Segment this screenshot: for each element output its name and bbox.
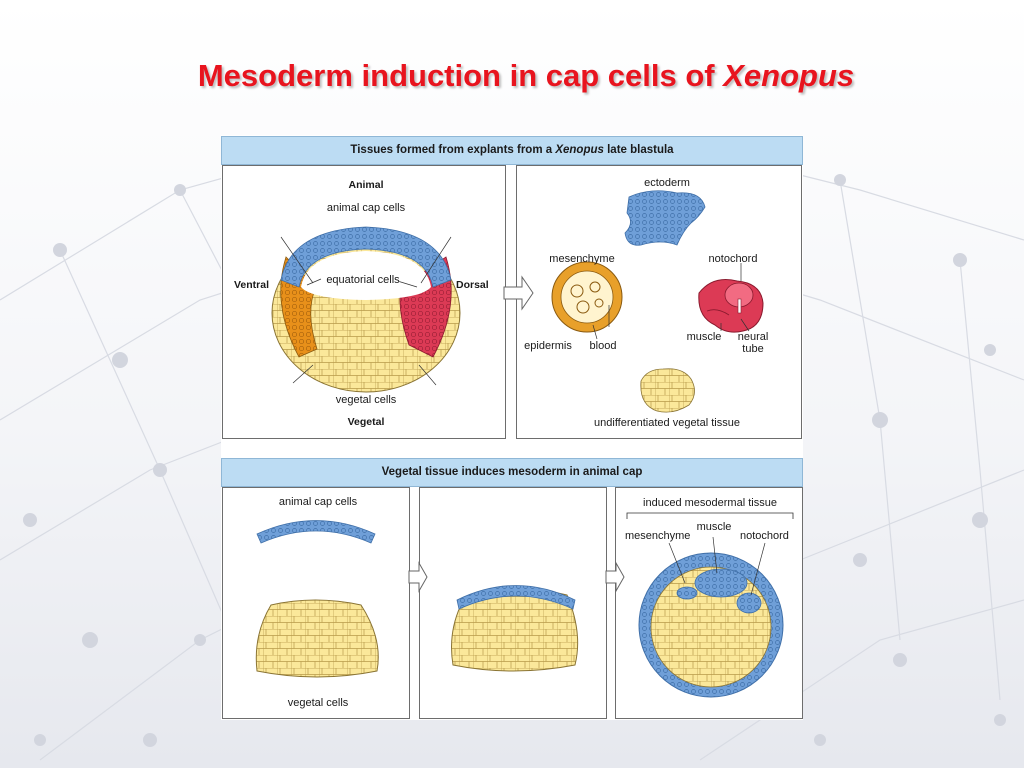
label-bottom-animal-cap-cells: animal cap cells	[278, 496, 358, 508]
slide-title-main: Mesoderm induction in cap cells of	[197, 58, 724, 93]
label-bottom-muscle: muscle	[696, 521, 732, 533]
undifferentiated-vegetal-explant	[640, 368, 695, 413]
label-vegetal: Vegetal	[347, 416, 385, 428]
arrow-induce	[605, 561, 625, 593]
label-blood: blood	[589, 340, 617, 352]
notochord-explant	[698, 279, 764, 333]
animal-cap-strip	[256, 520, 376, 544]
label-ectoderm: ectoderm	[644, 177, 690, 189]
label-equatorial-cells: equatorial cells	[326, 274, 400, 286]
top-section-header: Tissues formed from explants from a Xeno…	[221, 136, 803, 165]
mesenchyme-explant	[551, 261, 623, 333]
top-header-post: late blastula	[603, 144, 674, 156]
label-tube: tube	[742, 343, 764, 355]
ectoderm-tissue	[624, 190, 706, 246]
slide-title: Mesoderm induction in cap cells of Xenop…	[0, 58, 1024, 94]
blastula	[271, 226, 461, 393]
label-dorsal: Dorsal	[456, 279, 489, 291]
top-header-italic: Xenopus	[555, 144, 604, 156]
induced-bracket	[626, 512, 794, 519]
combined-animal-cap	[456, 585, 576, 610]
figure: Tissues formed from explants from a Xeno…	[221, 135, 803, 720]
label-animal: Animal	[348, 179, 384, 191]
label-vegetal-cells: vegetal cells	[335, 394, 397, 406]
label-bottom-mesenchyme: mesenchyme	[625, 530, 691, 542]
label-bottom-vegetal-cells: vegetal cells	[287, 697, 349, 709]
arrow-explant	[503, 275, 534, 311]
slide-title-italic: Xenopus	[723, 58, 855, 93]
label-ventral: Ventral	[234, 279, 270, 291]
label-animal-cap-cells: animal cap cells	[326, 202, 406, 214]
label-neural: neural	[737, 331, 769, 343]
vegetal-cells-block	[255, 599, 379, 678]
explant-pointer-lines	[592, 263, 750, 340]
label-notochord: notochord	[708, 253, 758, 265]
label-mesenchyme: mesenchyme	[549, 253, 615, 265]
top-header-pre: Tissues formed from explants from a	[350, 144, 556, 156]
label-epidermis: epidermis	[524, 340, 572, 352]
label-undifferentiated-vegetal-tissue: undifferentiated vegetal tissue	[594, 417, 740, 429]
figure-drawing	[255, 190, 794, 698]
induced-sphere	[638, 552, 784, 698]
label-muscle: muscle	[686, 331, 722, 343]
label-induced-mesodermal-tissue: induced mesodermal tissue	[643, 497, 777, 509]
arrow-combine	[408, 561, 428, 593]
label-bottom-notochord: notochord	[740, 530, 789, 542]
induced-pointer-lines	[668, 536, 766, 596]
boundary-lines	[280, 236, 452, 386]
bottom-section-header: Vegetal tissue induces mesoderm in anima…	[221, 458, 803, 487]
animal-cap-arch	[280, 226, 452, 288]
